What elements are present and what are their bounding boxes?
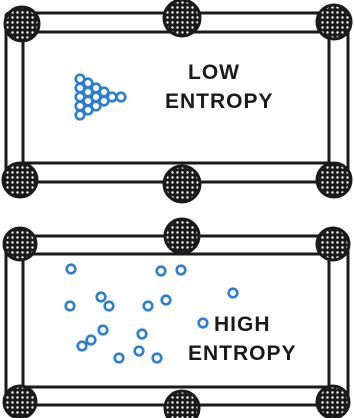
table-label-line1: HIGH (214, 313, 271, 336)
table-rails (6, 236, 348, 405)
pocket (317, 5, 351, 39)
pocket (3, 163, 37, 197)
ball (157, 267, 166, 276)
ball (162, 296, 171, 305)
ball (177, 266, 186, 275)
ball (138, 330, 147, 339)
pocket (317, 386, 349, 418)
pocket (317, 163, 351, 197)
ball (67, 265, 76, 274)
pocket (4, 386, 36, 418)
ball (108, 93, 117, 102)
pool-table-low-entropy: LOW ENTROPY (3, 0, 351, 202)
pocket (317, 228, 349, 260)
ball (99, 326, 108, 335)
ball (115, 354, 124, 363)
pocket (165, 219, 199, 253)
ball (135, 347, 144, 356)
ball (229, 289, 238, 298)
racked-balls (76, 75, 126, 120)
ball (105, 302, 114, 311)
ball (199, 319, 208, 328)
pocket (165, 391, 199, 418)
pocket (164, 0, 200, 36)
ball (87, 336, 96, 345)
table-label-line2: ENTROPY (188, 342, 297, 365)
ball (66, 302, 75, 311)
pocket (164, 166, 200, 202)
ball (117, 93, 126, 102)
ball (97, 293, 106, 302)
table-label-line2: ENTROPY (165, 90, 274, 113)
table-label-line1: LOW (188, 61, 240, 84)
ball (78, 342, 87, 351)
pocket (4, 228, 36, 260)
ball (144, 302, 153, 311)
pocket (5, 7, 39, 41)
pool-table-high-entropy: HIGH ENTROPY (4, 219, 349, 418)
ball (153, 354, 162, 363)
